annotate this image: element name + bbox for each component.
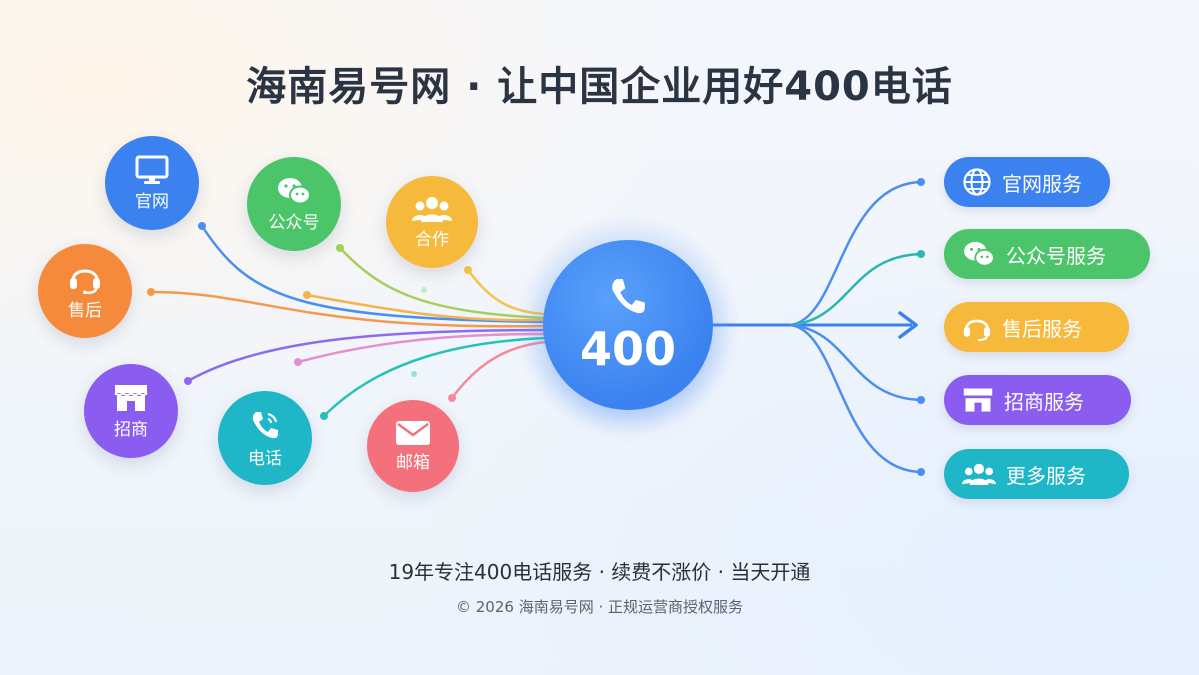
service-label: 公众号服务 [1006, 243, 1106, 268]
headset-icon [963, 319, 991, 341]
service-more[interactable]: 更多服务 [944, 449, 1129, 499]
source-coop: 合作 [386, 176, 478, 268]
service-website[interactable]: 官网服务 [944, 157, 1110, 207]
source-aftersale: 售后 [38, 244, 132, 338]
source-merchant: 招商 [84, 364, 178, 458]
hub-400: 400 [543, 240, 713, 410]
service-label: 更多服务 [1006, 463, 1086, 488]
source-label: 邮箱 [396, 452, 430, 473]
source-phone: 电话 [218, 391, 312, 485]
service-label: 招商服务 [1004, 389, 1084, 414]
copyright: © 2026 海南易号网 · 正规运营商授权服务 [455, 598, 744, 616]
service-label: 官网服务 [1002, 171, 1082, 196]
source-label: 官网 [135, 191, 169, 212]
phone-icon [252, 411, 278, 438]
monitor-icon [135, 155, 169, 184]
wechat-icon [278, 177, 311, 204]
service-wechat[interactable]: 公众号服务 [944, 229, 1150, 279]
store-icon [963, 388, 993, 412]
source-label: 电话 [248, 448, 282, 469]
page-title: 海南易号网 · 让中国企业用好400电话 [246, 64, 953, 110]
source-label: 公众号 [268, 212, 320, 233]
wechat-icon [964, 241, 995, 267]
source-website: 官网 [105, 136, 199, 230]
people-icon [412, 196, 452, 222]
service-merchant[interactable]: 招商服务 [944, 375, 1131, 425]
service-aftersale[interactable]: 售后服务 [944, 302, 1129, 352]
phone-icon [612, 279, 645, 314]
source-wechat: 公众号 [247, 157, 341, 251]
tagline: 19年专注400电话服务 · 续费不涨价 · 当天开通 [388, 560, 811, 584]
source-label: 招商 [114, 419, 148, 440]
source-label: 合作 [415, 229, 449, 250]
hub-label: 400 [579, 322, 677, 376]
headset-icon [70, 269, 100, 294]
globe-icon [963, 168, 991, 196]
service-label: 售后服务 [1002, 316, 1082, 341]
mail-icon [396, 420, 430, 445]
people-icon [962, 463, 996, 486]
source-mail: 邮箱 [367, 400, 459, 492]
source-label: 售后 [68, 300, 102, 321]
store-icon [114, 384, 148, 411]
